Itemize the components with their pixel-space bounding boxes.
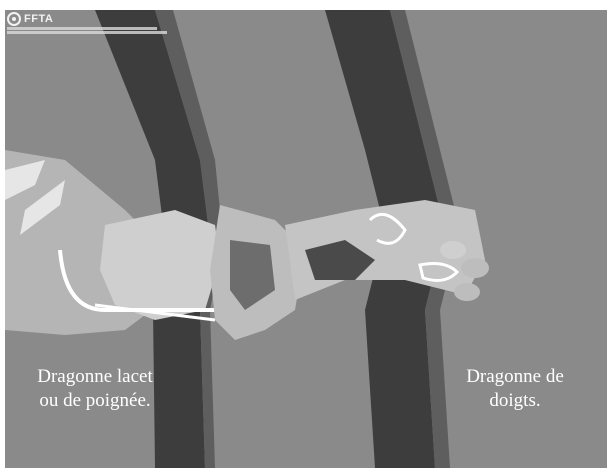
caption-wrist-sling: Dragonne lacet ou de poignée. bbox=[15, 365, 175, 413]
logo-subtitle-line-2 bbox=[7, 31, 167, 34]
logo-subtitle-line bbox=[7, 27, 157, 30]
logo-name: FFTA bbox=[24, 13, 53, 25]
ffta-logo-icon bbox=[7, 12, 21, 26]
ffta-logo: FFTA bbox=[7, 12, 167, 34]
finger-2 bbox=[454, 283, 480, 301]
finger-3 bbox=[440, 241, 466, 259]
illustration-frame: FFTA Dragonne lacet ou de poignée. Drago… bbox=[5, 10, 607, 468]
left-hand bbox=[100, 210, 220, 320]
caption-finger-sling: Dragonne de doigts. bbox=[455, 365, 575, 413]
finger-1 bbox=[461, 258, 489, 278]
